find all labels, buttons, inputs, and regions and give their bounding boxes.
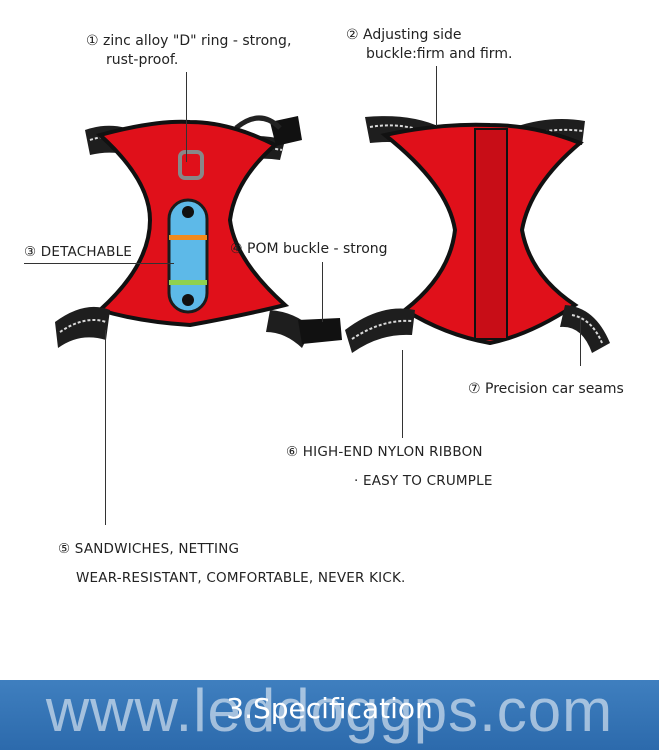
harness-back-image <box>345 116 610 353</box>
callout-detachable: ③ DETACHABLE <box>24 244 133 260</box>
leader-pom-buckle <box>322 262 323 322</box>
callout-side-buckle-line1: ② Adjusting side <box>346 27 462 43</box>
callout-nylon-ribbon-line2: · EASY TO CRUMPLE <box>354 473 493 489</box>
leader-d-ring <box>186 72 187 162</box>
specification-banner: 3.Specification <box>0 680 659 750</box>
callout-sandwich-line2: WEAR-RESISTANT, COMFORTABLE, NEVER KICK. <box>76 570 406 586</box>
callout-pom-buckle: ④ POM buckle - strong <box>230 241 388 257</box>
watermark: www.leddoggps.com <box>45 677 614 744</box>
callout-nylon-ribbon: ⑥ HIGH-END NYLON RIBBON · EASY TO CRUMPL… <box>286 443 493 491</box>
leader-side-buckle <box>436 66 437 126</box>
callout-sandwich: ⑤ SANDWICHES, NETTING WEAR-RESISTANT, CO… <box>58 540 406 588</box>
callout-nylon-ribbon-line1: ⑥ HIGH-END NYLON RIBBON <box>286 444 483 460</box>
callout-d-ring: ① zinc alloy "D" ring - strong, rust-pro… <box>86 32 291 70</box>
callout-side-buckle: ② Adjusting side buckle:firm and firm. <box>346 26 512 64</box>
specification-title: 3.Specification <box>226 692 433 725</box>
leader-detachable <box>24 263 174 264</box>
callout-d-ring-line2: rust-proof. <box>106 52 179 68</box>
callout-sandwich-line1: ⑤ SANDWICHES, NETTING <box>58 541 240 557</box>
harness-front-image <box>55 115 342 348</box>
callout-seams: ⑦ Precision car seams <box>468 381 624 397</box>
leader-sandwich <box>105 330 106 525</box>
callout-side-buckle-line2: buckle:firm and firm. <box>366 46 513 62</box>
callout-d-ring-line1: ① zinc alloy "D" ring - strong, <box>86 33 292 49</box>
leader-seams <box>580 316 581 366</box>
leader-nylon-ribbon <box>402 350 403 438</box>
